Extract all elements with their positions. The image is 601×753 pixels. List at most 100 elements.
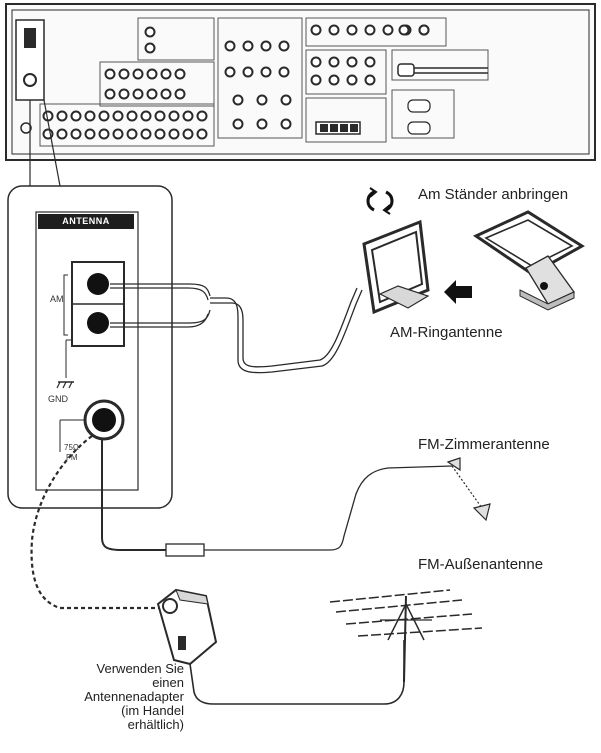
- jack: [364, 56, 376, 68]
- jack: [160, 68, 172, 80]
- jack: [364, 24, 376, 36]
- jack: [56, 128, 68, 140]
- jack: [154, 128, 166, 140]
- jack: [328, 24, 340, 36]
- jack: [346, 24, 358, 36]
- fm-outdoor-antenna-label: FM-Außenantenne: [418, 556, 544, 573]
- am-terminal-bottom: [87, 312, 109, 334]
- receiver-rear-panel: [5, 3, 596, 161]
- antenna-adapter: [156, 588, 405, 705]
- fm-terminal-label: FM: [66, 453, 78, 462]
- jack: [256, 94, 268, 106]
- jack: [328, 74, 340, 86]
- jack: [196, 128, 208, 140]
- jack: [84, 128, 96, 140]
- jack: [260, 66, 272, 78]
- adapter-note: Verwenden Sie einen Antennenadapter (im …: [24, 662, 184, 732]
- jack: [278, 40, 290, 52]
- jack: [224, 66, 236, 78]
- jack: [224, 40, 236, 52]
- jack: [146, 88, 158, 100]
- am-loop-antenna-stand: [472, 210, 585, 311]
- jack: [346, 74, 358, 86]
- jack: [118, 68, 130, 80]
- jack: [160, 88, 172, 100]
- fm-indoor-antenna-label: FM-Zimmerantenne: [418, 436, 550, 453]
- rotate-arrows-icon: [366, 187, 394, 215]
- antenna-element: [357, 627, 483, 637]
- am-loop-antenna: [362, 219, 430, 315]
- jack: [144, 26, 156, 38]
- jack: [132, 88, 144, 100]
- antenna-element: [329, 589, 451, 603]
- am-terminal-top: [87, 273, 109, 295]
- jack: [418, 24, 430, 36]
- jack: [144, 42, 156, 54]
- jack: [382, 24, 394, 36]
- jack: [70, 128, 82, 140]
- jack: [112, 128, 124, 140]
- jack: [140, 128, 152, 140]
- jack: [168, 110, 180, 122]
- antenna-panel-zoom: [7, 185, 173, 509]
- jack: [310, 74, 322, 86]
- jack: [168, 128, 180, 140]
- antenna-element: [345, 613, 473, 625]
- jack: [174, 88, 186, 100]
- jack: [146, 68, 158, 80]
- jack: [84, 110, 96, 122]
- jack: [364, 74, 376, 86]
- jack: [126, 128, 138, 140]
- antenna-panel-title: ANTENNA: [38, 214, 134, 229]
- jack: [98, 128, 110, 140]
- adapter-note-line-2: einen: [152, 675, 184, 690]
- jack: [98, 110, 110, 122]
- jack: [256, 118, 268, 130]
- jack: [174, 68, 186, 80]
- jack: [280, 94, 292, 106]
- jack: [104, 88, 116, 100]
- adapter-note-line-4: (im Handel: [121, 703, 184, 718]
- am-terminal-label: AM: [50, 294, 64, 304]
- fm-impedance-label: 75Ω: [64, 443, 79, 452]
- adapter-note-line-5: erhältlich): [127, 717, 184, 732]
- push-arrow-icon: [444, 280, 472, 304]
- adapter-dashed-cable: [30, 435, 166, 610]
- stand-mount-label: Am Ständer anbringen: [418, 186, 569, 203]
- jack: [126, 110, 138, 122]
- rear-panel-jacks: [42, 24, 430, 140]
- jack: [70, 110, 82, 122]
- jack: [242, 66, 254, 78]
- jack: [118, 88, 130, 100]
- jack: [182, 128, 194, 140]
- am-loop-antenna-label: AM-Ringantenne: [390, 324, 503, 341]
- jack: [56, 110, 68, 122]
- jack: [280, 118, 292, 130]
- jack: [104, 68, 116, 80]
- jack: [328, 56, 340, 68]
- jack: [140, 110, 152, 122]
- jack: [232, 94, 244, 106]
- jack: [242, 40, 254, 52]
- jack: [260, 40, 272, 52]
- jack: [398, 24, 410, 36]
- jack: [196, 110, 208, 122]
- jack: [346, 56, 358, 68]
- jack: [132, 68, 144, 80]
- jack: [278, 66, 290, 78]
- fm-indoor-antenna: [101, 440, 491, 557]
- adapter-note-line-1: Verwenden Sie: [96, 661, 184, 676]
- antenna-element: [335, 599, 463, 613]
- jack: [182, 110, 194, 122]
- gnd-label: GND: [48, 394, 69, 404]
- jack: [310, 24, 322, 36]
- fm-outdoor-antenna: [329, 589, 483, 683]
- jack: [112, 110, 124, 122]
- jack: [154, 110, 166, 122]
- fm-cable-connector: [165, 543, 205, 557]
- adapter-note-line-3: Antennenadapter: [84, 689, 184, 704]
- gnd-symbol: [56, 381, 74, 389]
- jack: [310, 56, 322, 68]
- jack: [232, 118, 244, 130]
